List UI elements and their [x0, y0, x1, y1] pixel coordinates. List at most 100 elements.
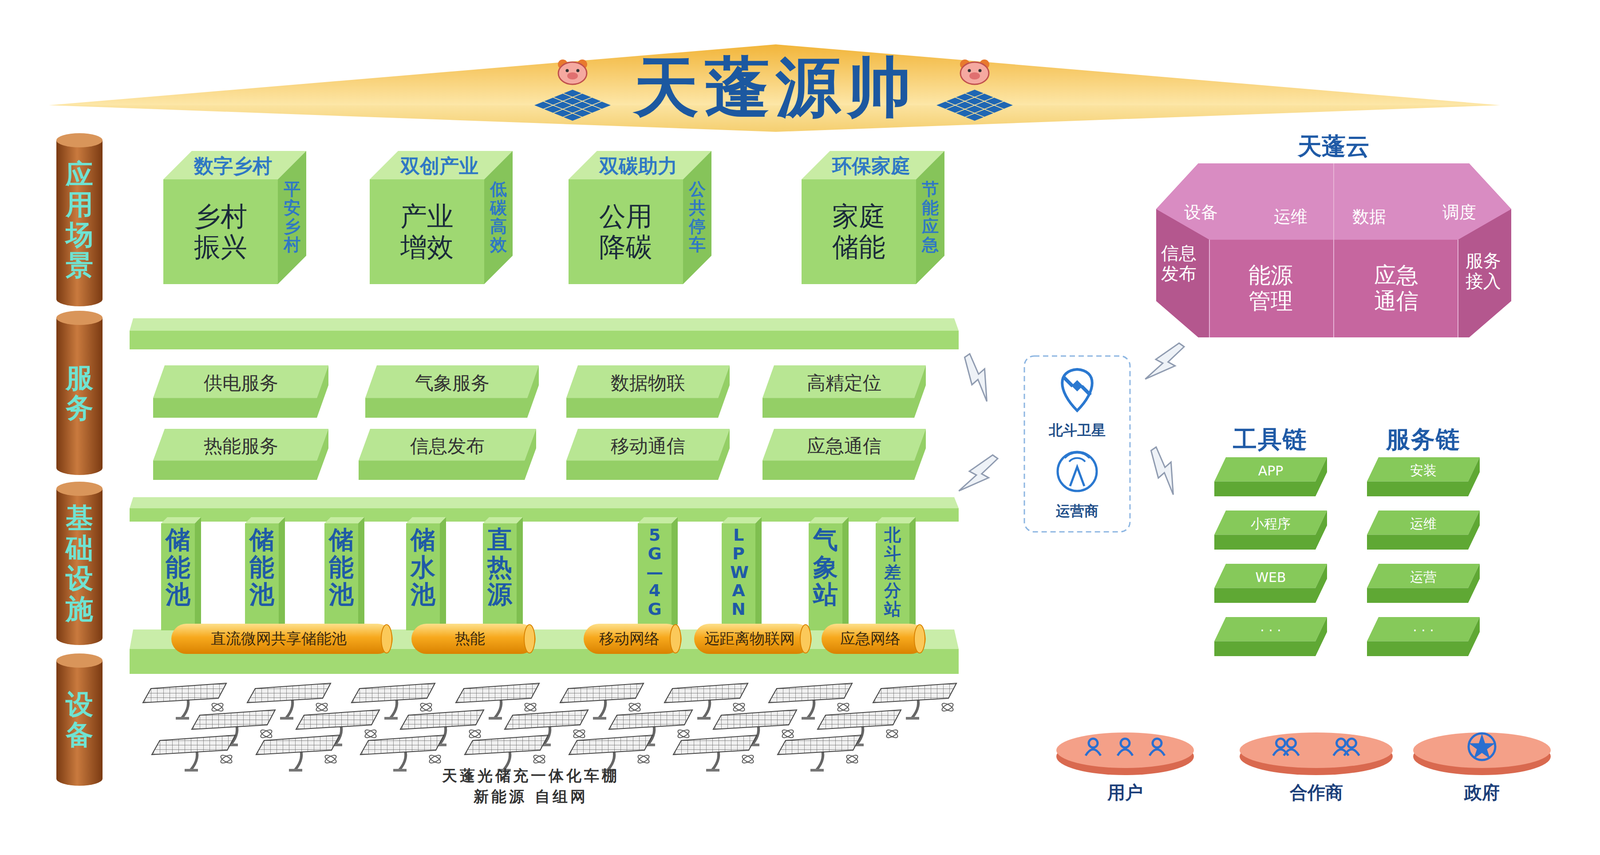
plate	[129, 497, 959, 509]
node-text: 设备	[1184, 201, 1218, 224]
pig-eye	[565, 69, 569, 73]
orbit	[523, 701, 538, 713]
face-line	[1209, 163, 1458, 338]
carport-base	[801, 716, 815, 720]
carport-base	[697, 716, 711, 720]
pillar-side	[439, 517, 447, 631]
pig-nose	[567, 72, 578, 80]
orbit	[676, 728, 691, 739]
node-text: 低碳高效	[489, 180, 507, 255]
node-text: 服务	[65, 362, 94, 423]
orbit	[885, 728, 899, 739]
node-text: 储能池	[328, 525, 354, 609]
infrastructure-pillar: 储能池	[161, 517, 202, 631]
pig-eye	[978, 69, 982, 73]
carport-base	[288, 768, 303, 772]
layer-cylinder: 应用场景	[56, 133, 103, 307]
node-text: WEB	[1255, 568, 1286, 585]
orbit	[468, 728, 482, 739]
node-text: 基础设施	[65, 502, 94, 625]
node-text: 数据	[1352, 205, 1387, 229]
slab-front	[358, 460, 525, 480]
node-text: 移动网络	[599, 628, 660, 649]
network-node	[636, 753, 651, 765]
infrastructure-pillar: 储水池	[406, 517, 447, 631]
cylinder-body	[56, 488, 103, 638]
illustration-caption: 天蓬光储充一体化车棚	[442, 765, 620, 787]
network-node	[676, 728, 691, 739]
infrastructure-pillar: 气象站	[808, 517, 849, 631]
pig-face	[558, 62, 587, 85]
ellipse-top	[1056, 732, 1194, 768]
carport	[256, 734, 340, 772]
slab-side	[527, 365, 539, 418]
cube-side	[683, 150, 712, 285]
orbit	[781, 728, 795, 739]
pig-icon	[557, 59, 588, 85]
carport	[360, 734, 444, 772]
pillar-side	[278, 517, 285, 631]
carport-base	[393, 768, 407, 772]
pillar-front	[808, 523, 843, 631]
octagon-body	[1156, 163, 1512, 338]
slab-side	[1315, 616, 1328, 656]
tube-end	[914, 624, 925, 653]
node-text: 应急通信	[806, 433, 882, 459]
tube-end	[524, 624, 535, 653]
node-text: 运营	[1410, 567, 1437, 586]
slab-top	[566, 428, 730, 461]
orbit	[259, 728, 273, 739]
node-text: 应急通信	[1373, 262, 1420, 314]
slab-front	[1366, 641, 1469, 656]
pillar-side	[842, 517, 849, 631]
ellipse-top	[1239, 732, 1393, 768]
cloud-platform: 天蓬云设备运维数据调度信息发布能源管理应急通信服务接入	[1156, 133, 1512, 338]
chain-box: 安装	[1366, 457, 1480, 497]
pillar-side	[909, 517, 916, 631]
slab-top	[1214, 457, 1328, 482]
link-box: 北斗卫星运营商	[1023, 355, 1131, 533]
carport-panel	[713, 709, 797, 730]
orbit	[419, 701, 433, 713]
node-text: 小程序	[1250, 514, 1291, 533]
satellite	[1071, 379, 1083, 392]
carport-panel	[768, 683, 853, 703]
pillar-front	[244, 523, 279, 631]
orbit	[428, 753, 442, 765]
network-node	[259, 728, 273, 739]
carport-panel	[817, 709, 901, 730]
pillar-top	[808, 517, 849, 524]
tube-end	[381, 624, 392, 653]
cylinder-top	[56, 310, 103, 325]
orbit	[940, 701, 955, 713]
orbit	[259, 728, 273, 739]
pig-eye	[576, 69, 580, 73]
plate	[129, 318, 959, 331]
network-node	[210, 701, 225, 713]
person-head	[1347, 738, 1357, 748]
cylinder-body	[56, 317, 103, 468]
person-body	[1283, 749, 1300, 756]
lightning-bolt	[956, 449, 1001, 501]
infrastructure-pillar: 5G—4G	[637, 517, 678, 631]
service-box: 气象服务	[365, 365, 539, 418]
cube-side	[277, 150, 307, 285]
orbit	[741, 753, 755, 765]
cube-side	[916, 150, 945, 285]
carport-panel	[151, 734, 236, 755]
network-tube: 热能	[411, 623, 536, 654]
node-text: 产业增效	[397, 201, 457, 263]
slab-front	[1214, 534, 1316, 550]
slab-side	[1468, 510, 1480, 550]
carport-base	[384, 716, 398, 720]
person-body	[1149, 749, 1165, 756]
carport-base	[905, 716, 920, 720]
person-head	[1276, 738, 1286, 748]
slab-top	[1214, 510, 1328, 535]
network-node	[836, 701, 850, 713]
orbit	[636, 753, 651, 765]
carport-base	[592, 716, 607, 720]
carport-panel	[673, 734, 757, 755]
node-text: 合作商	[1289, 780, 1344, 805]
